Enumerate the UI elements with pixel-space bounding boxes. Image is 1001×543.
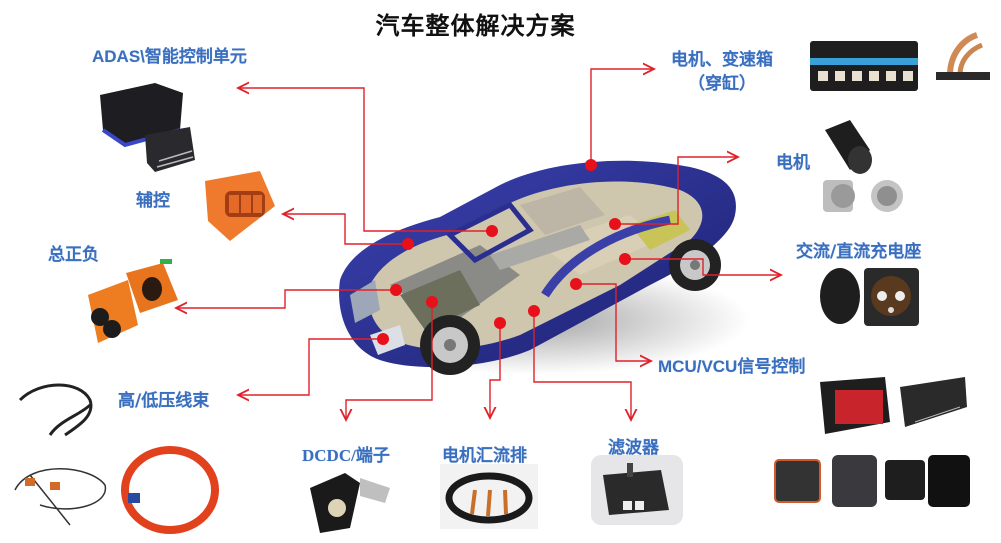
copper-busbar-icon [936, 32, 990, 80]
diagram-title: 汽车整体解决方案 [375, 12, 576, 40]
orange-connector-icon [205, 171, 275, 241]
label-motor-busbar: 电机汇流排 [442, 446, 527, 466]
terminal-connector-icon [310, 473, 390, 533]
label-aux-control: 辅控 [136, 191, 170, 211]
black-connector-icon [100, 83, 195, 172]
signal-connector-icon [774, 455, 970, 507]
label-motor-gearbox: 电机、变速箱 （穿缸） [671, 50, 773, 94]
circular-connector-icon [823, 120, 903, 212]
label-filter: 滤波器 [608, 438, 659, 458]
label-mcu-vcu: MCU/VCU信号控制 [658, 357, 806, 376]
label-dcdc-terminal: DCDC/端子 [302, 446, 390, 465]
copper-busbar-icon [440, 464, 538, 529]
label-adas: ADAS\智能控制单元 [92, 47, 247, 66]
signal-connector-icon [820, 377, 967, 434]
label-motor: 电机 [776, 153, 810, 173]
wire-harness-icon [14, 383, 219, 534]
label-ac-dc-charging: 交流/直流充电座 [796, 242, 922, 262]
charging-socket-icon [820, 268, 919, 326]
hotspots [377, 159, 631, 345]
filter-module-icon [591, 455, 683, 525]
label-hv-lv-harness: 高/低压线束 [118, 391, 210, 411]
pass-through-connector-icon [810, 41, 918, 91]
label-main-pos-neg: 总正负 [48, 245, 99, 265]
orange-hv-plug-icon [88, 259, 178, 343]
